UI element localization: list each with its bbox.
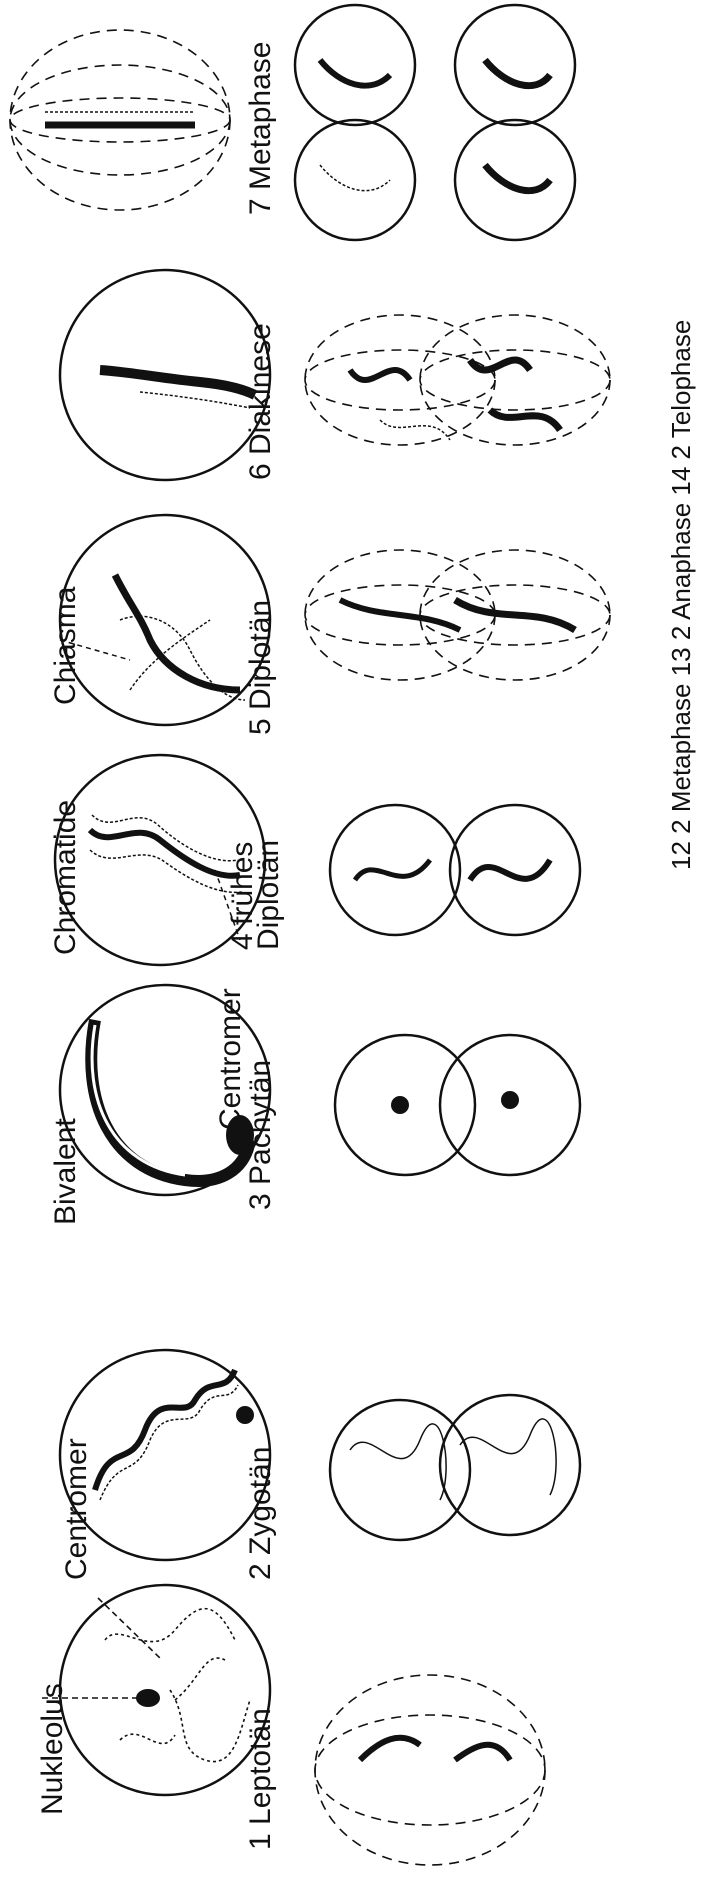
row2-spindle-first — [315, 1675, 545, 1865]
row3-chromatin-2 — [460, 1419, 556, 1495]
stage-2-chromosomes — [95, 1370, 238, 1500]
row2-chromatin-2 — [350, 1424, 446, 1500]
stage-7-bivalent — [45, 112, 195, 125]
label-stage-1: 1 Leptotän — [244, 1708, 277, 1850]
label-chiasma: Chiasma — [49, 586, 82, 705]
row2-chromatids-4 — [355, 860, 430, 880]
row3-spindle-5-chromosomes — [455, 600, 575, 630]
label-stage-6: 6 Diakinese — [244, 323, 277, 480]
row2-nucleolus-3 — [391, 1096, 409, 1114]
row3-cell-7b — [455, 5, 575, 125]
stage-7-spindle — [10, 30, 230, 210]
row2-spindle-5-chromosomes — [340, 600, 460, 630]
row2-spindle-chromosomes — [360, 1738, 510, 1760]
stage-2-centromere — [236, 1406, 254, 1424]
label-nukleolus: Nukleolus — [36, 1683, 69, 1815]
row2-cell-7b — [295, 5, 415, 125]
cell-stage-1 — [60, 1585, 270, 1795]
row3-cell-7a — [455, 120, 575, 240]
label-stage-7: 7 Metaphase — [244, 42, 277, 215]
cell-stage-5 — [60, 515, 270, 725]
label-chromatide: Chromatide — [49, 800, 82, 955]
row2-cell-2 — [330, 1400, 470, 1540]
label-centromer-top: Centromer — [60, 1438, 93, 1580]
label-stage-5: 5 Diplotän — [244, 600, 277, 735]
row3-spindle-6 — [420, 315, 610, 445]
stage-3-centromere — [226, 1115, 254, 1155]
label-bivalent: Bivalent — [49, 1118, 82, 1225]
nucleolus-dot — [136, 1689, 160, 1707]
stage-1-chromosomes — [105, 1609, 250, 1762]
label-bottom-fragment: 12 2 Metaphase 13 2 Anaphase 14 2 Teloph… — [666, 320, 696, 870]
row2-spindle-6-chromosomes — [350, 370, 450, 440]
label-stage-2: 2 Zygotän — [244, 1447, 277, 1580]
row2-spindle-6 — [305, 315, 495, 445]
row2-cell-4 — [330, 805, 460, 935]
row3-cell-2 — [440, 1395, 580, 1535]
row3-nucleolus-3 — [501, 1091, 519, 1109]
stage-5-bivalent — [115, 575, 245, 700]
row3-chromatids-4 — [470, 860, 550, 880]
row3-cell-4 — [450, 805, 580, 935]
label-stage-4-line2: Diplotän — [252, 840, 285, 950]
stage-6-bivalent — [100, 370, 255, 408]
row2-cell-7a — [295, 120, 415, 240]
